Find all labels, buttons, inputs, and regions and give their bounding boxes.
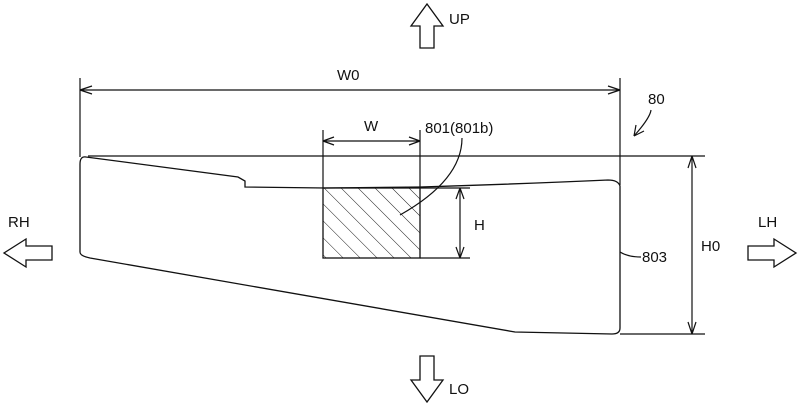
- lh-label: LH: [758, 214, 777, 231]
- part-801-hatched: [322, 187, 421, 259]
- ref-80-leader: [633, 109, 652, 137]
- w0-dimension: [79, 78, 621, 185]
- w0-label: W0: [337, 67, 360, 84]
- h0-dimension: [88, 155, 705, 335]
- part-801-label: 801(801b): [425, 120, 493, 137]
- h0-label: H0: [701, 238, 720, 255]
- lo-label: LO: [449, 381, 469, 398]
- up-arrow-icon: [409, 2, 445, 49]
- w-label: W: [364, 118, 379, 135]
- ref-80-label: 80: [648, 91, 665, 108]
- part-801-leader: [399, 137, 463, 216]
- body-outline-803: [79, 156, 621, 335]
- ref-803-leader: [619, 251, 642, 258]
- right-arrow-icon: [747, 237, 798, 269]
- up-label: UP: [449, 11, 470, 28]
- h-dimension: [420, 187, 470, 259]
- down-arrow-icon: [409, 355, 445, 404]
- h-label: H: [474, 217, 485, 234]
- ref-803-label: 803: [642, 249, 667, 266]
- left-arrow-icon: [2, 237, 53, 269]
- rh-label: RH: [8, 214, 30, 231]
- w-dimension: [322, 130, 421, 188]
